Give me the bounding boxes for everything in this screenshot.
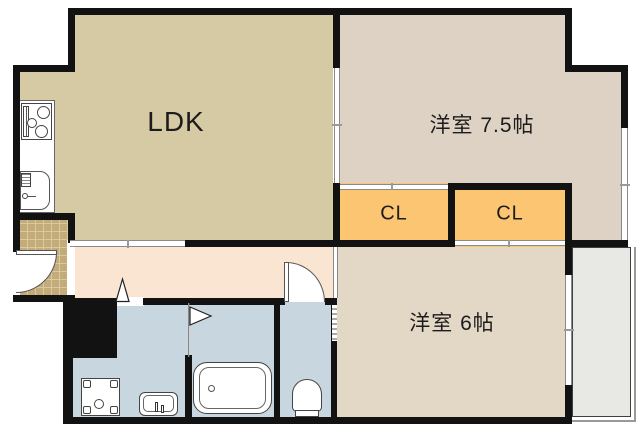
room-label-closet-right: CL [496,202,524,225]
door-tick [127,239,129,248]
room-western-75 [340,15,565,183]
wall-closet-left-bottom [333,240,455,247]
wall-ldk-75-divider-bottom [333,183,340,247]
wall-topright-step-h [565,65,628,72]
wall-ldk-hallway [185,240,340,247]
wall-genkan-bottom [13,295,75,302]
wall-balcony-top [568,240,628,247]
wall-right-upper [621,65,628,128]
wall-toilet-right [331,302,337,417]
wall-hall-bottom-1 [72,298,117,305]
balcony-outer-line-bottom [572,420,636,422]
bathtub-drain-icon [208,385,215,392]
wall-closet-right-side [565,183,572,247]
wall-ldk-75-divider-top [333,8,340,68]
wall-bottom [63,417,572,424]
genkan-step-strip [67,240,75,302]
balcony [572,247,631,417]
vanity-bowl [143,395,174,412]
wall-hall-bottom-3 [325,298,337,305]
wall-hall-bottom-2 [143,298,285,305]
door-tick [331,124,342,126]
wall-closet-divider [448,183,455,247]
sliding-door-closet-right [455,240,565,246]
window-tick [563,329,574,331]
toilet-base [295,410,319,417]
washer-drain-icon [94,399,104,409]
wall-wash-bath-lower [185,355,192,417]
wall-genkan-right [68,213,75,243]
wall-genkan-top [13,213,75,220]
window-tick [619,184,630,186]
wall-left-upper [13,65,20,252]
toilet-icon [292,379,322,412]
washroom-doorway [117,297,144,306]
washer-pad [110,406,118,414]
wall-closet-right-top [448,183,572,190]
room-label-ldk: LDK [147,106,205,137]
wall-topright-step-v [565,8,572,72]
vanity-tap [161,405,164,413]
wall-top [68,8,572,15]
sliding-door-closet-left [340,183,448,190]
washer-pad [83,406,91,414]
balcony-outer-line-right [634,247,636,422]
wall-bath-toilet [274,302,280,417]
sink-drainboard-icon [21,173,31,187]
burner-icon [36,105,50,119]
entrance-door-leaf [16,250,57,255]
room-label-closet-left: CL [380,202,408,225]
wall-topleft-step-h [13,65,75,72]
closet-left [340,183,448,247]
washer-pad [83,380,91,388]
sink-tap-line [27,195,36,197]
burner-icon [27,117,37,128]
pillar-shaft [65,303,117,358]
room-label-western-6: 洋室 6帖 [409,312,495,335]
toilet-door-leaf [283,262,289,302]
wall-left-lower [63,300,73,424]
room-label-western-75: 洋室 7.5帖 [429,114,535,137]
door-tick [508,239,510,247]
vanity-tap [155,402,158,412]
toilet-wall-hatch [331,305,337,341]
sliding-door-hallway-room6 [333,247,338,298]
room-western-75-east-wing [565,72,622,247]
wall-room6-right-upper [565,247,572,275]
washer-pad [110,380,118,388]
room-western-6 [337,247,568,417]
room-ldk-upper [72,15,333,72]
wall-room6-right-lower [565,385,572,424]
closet-right [455,183,565,247]
door-tick [391,183,393,190]
burner-icon [35,124,48,138]
wall-topleft-step-v [68,8,75,72]
